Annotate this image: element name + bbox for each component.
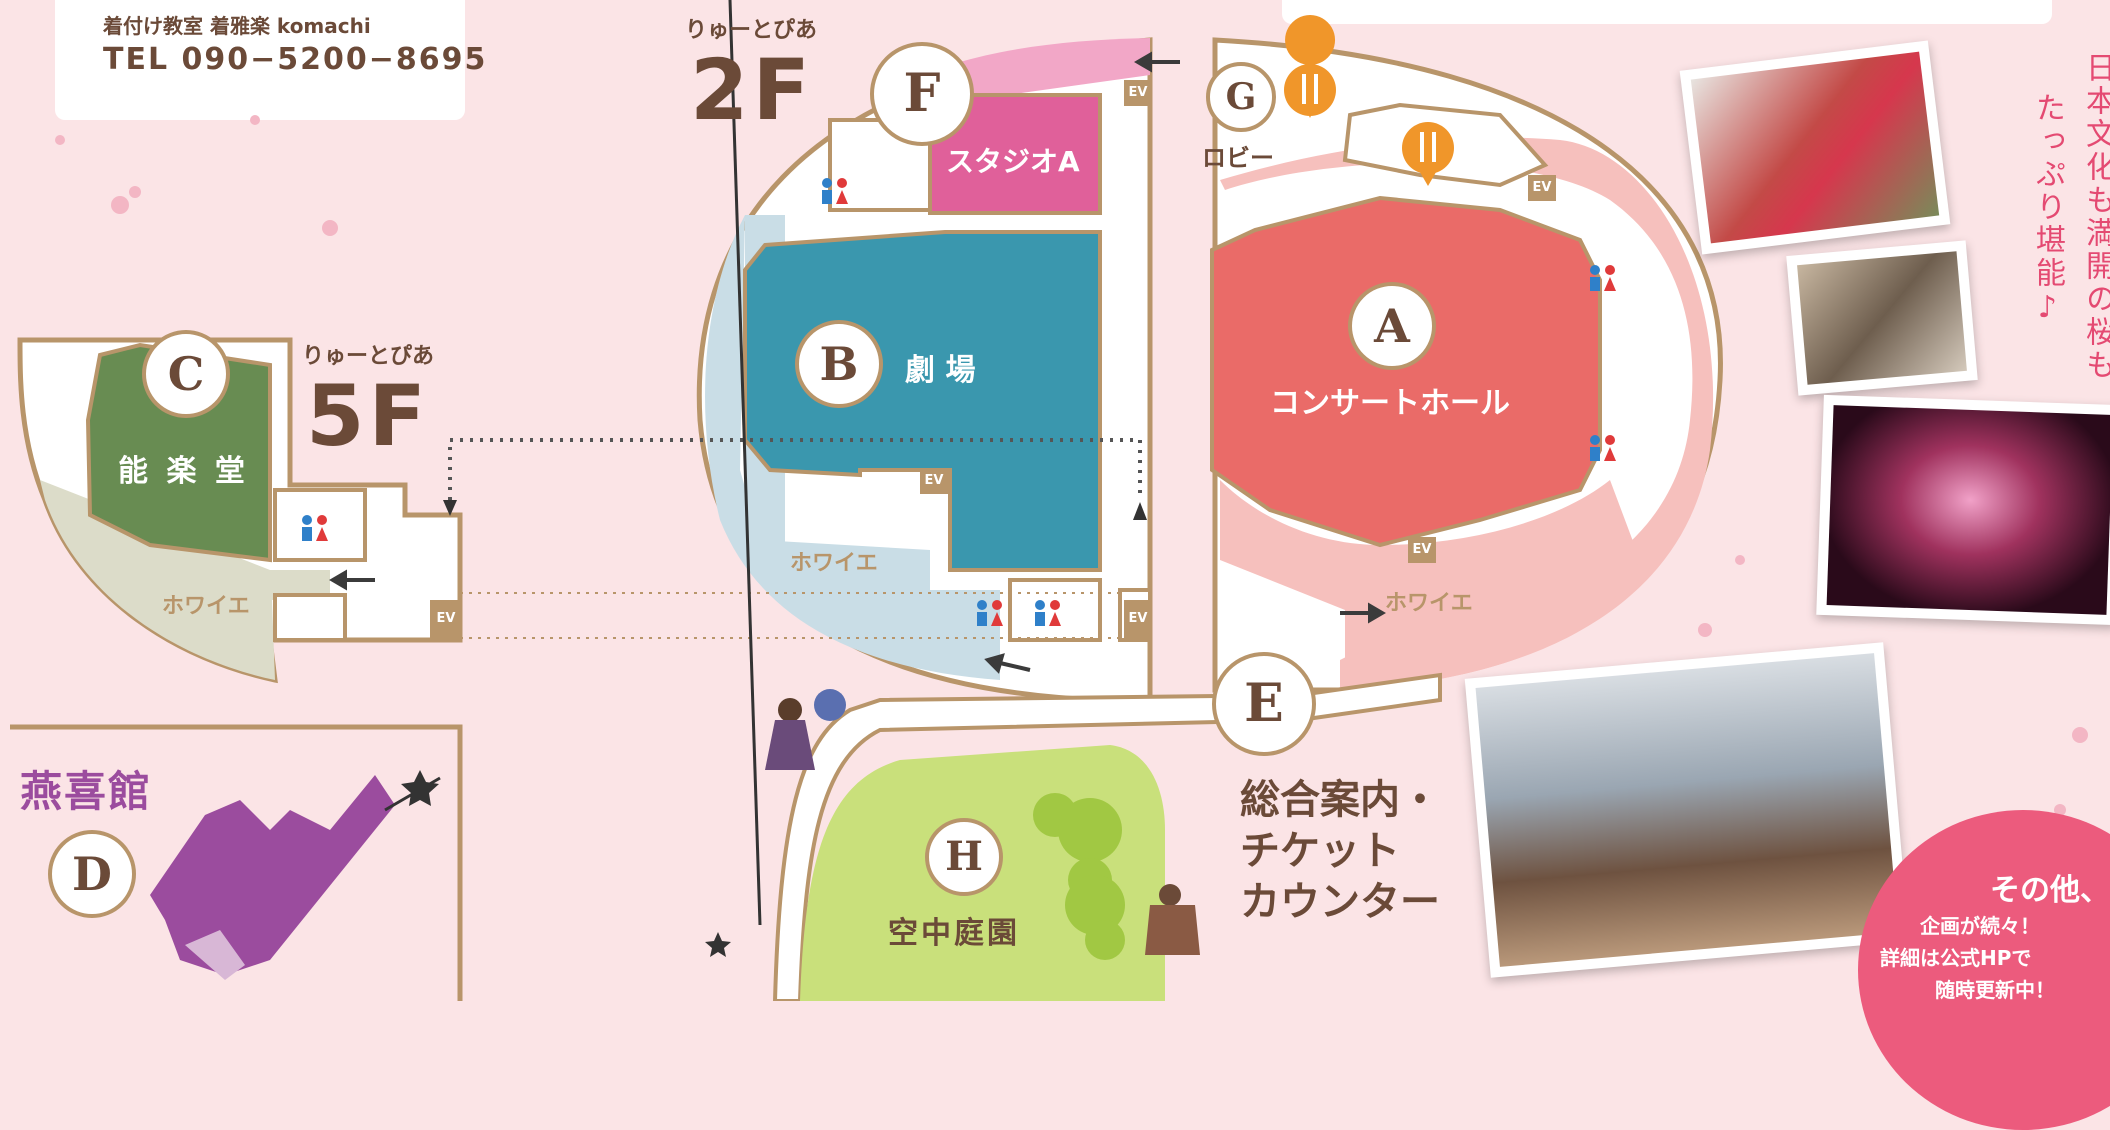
elevator-icon-4: EV	[1408, 537, 1436, 563]
marker-h[interactable]: H	[925, 818, 1003, 896]
photo-kimono-umbrella	[1680, 40, 1951, 254]
marker-b[interactable]: B	[795, 320, 883, 408]
elevator-icon-5: EV	[1124, 600, 1152, 638]
enkikan-label: 燕喜館	[20, 758, 152, 819]
photo-tea-ceremony	[1786, 240, 1978, 395]
concert-hall-room	[1212, 198, 1600, 545]
noh-stage-label: 能 楽 堂	[118, 446, 249, 490]
elevator-icon: EV	[1124, 80, 1152, 106]
marker-a[interactable]: A	[1348, 282, 1436, 370]
marker-d[interactable]: D	[48, 830, 136, 918]
info-counter-line-3: カウンター	[1240, 877, 1440, 928]
info-counter-line-2: チケット	[1240, 826, 1440, 877]
theater-foyer-label: ホワイエ	[790, 545, 878, 577]
floor-5f-caption: りゅーとぴあ	[302, 338, 434, 370]
theater-label: 劇 場	[905, 345, 975, 389]
marker-f[interactable]: F	[870, 42, 974, 146]
room-5f-small	[275, 595, 345, 640]
room-5f-restroom	[275, 490, 365, 560]
vertical-tagline-line-2: たっぷり堪能♪	[2030, 92, 2065, 328]
sky-garden-label: 空中庭園	[888, 908, 1020, 952]
vertical-tagline: 日本文化も満開の桜も たっぷり堪能♪	[2000, 52, 2110, 382]
photo-night-sakura	[1816, 395, 2110, 625]
concert-foyer-label: ホワイエ	[1385, 585, 1473, 617]
star-icon	[401, 770, 439, 806]
studio-a-label: スタジオA	[946, 140, 1080, 180]
elevator-icon-2: EV	[1528, 175, 1556, 201]
promo-line-3: 随時更新中！	[1935, 974, 2110, 1003]
promo-line-1: 企画が続々！	[1920, 910, 2110, 939]
info-counter-line-1: 総合案内・	[1240, 775, 1440, 826]
star-icon-2	[705, 932, 731, 957]
info-counter-label: 総合案内・ チケット カウンター	[1240, 775, 1440, 929]
marker-c[interactable]: C	[142, 330, 230, 418]
marker-e[interactable]: E	[1212, 652, 1316, 756]
promo-title: その他、	[1990, 865, 2110, 909]
promo-line-2: 詳細は公式HPで	[1880, 942, 2110, 971]
lobby-label: ロビー	[1202, 138, 1274, 173]
elevator-icon-6: EV	[432, 600, 460, 638]
photo-festival-crowd	[1465, 642, 1910, 977]
floor-2f-label: 2F	[690, 48, 814, 132]
marker-g[interactable]: G	[1206, 62, 1276, 132]
vertical-tagline-line-1: 日本文化も満開の桜も	[2080, 52, 2110, 382]
elevator-icon-3: EV	[920, 468, 948, 494]
floor-5f-label: 5F	[306, 374, 430, 458]
foyer-5f-label: ホワイエ	[162, 588, 250, 620]
floor-2f-caption: りゅーとぴあ	[685, 12, 817, 44]
concert-hall-label: コンサートホール	[1270, 378, 1510, 422]
